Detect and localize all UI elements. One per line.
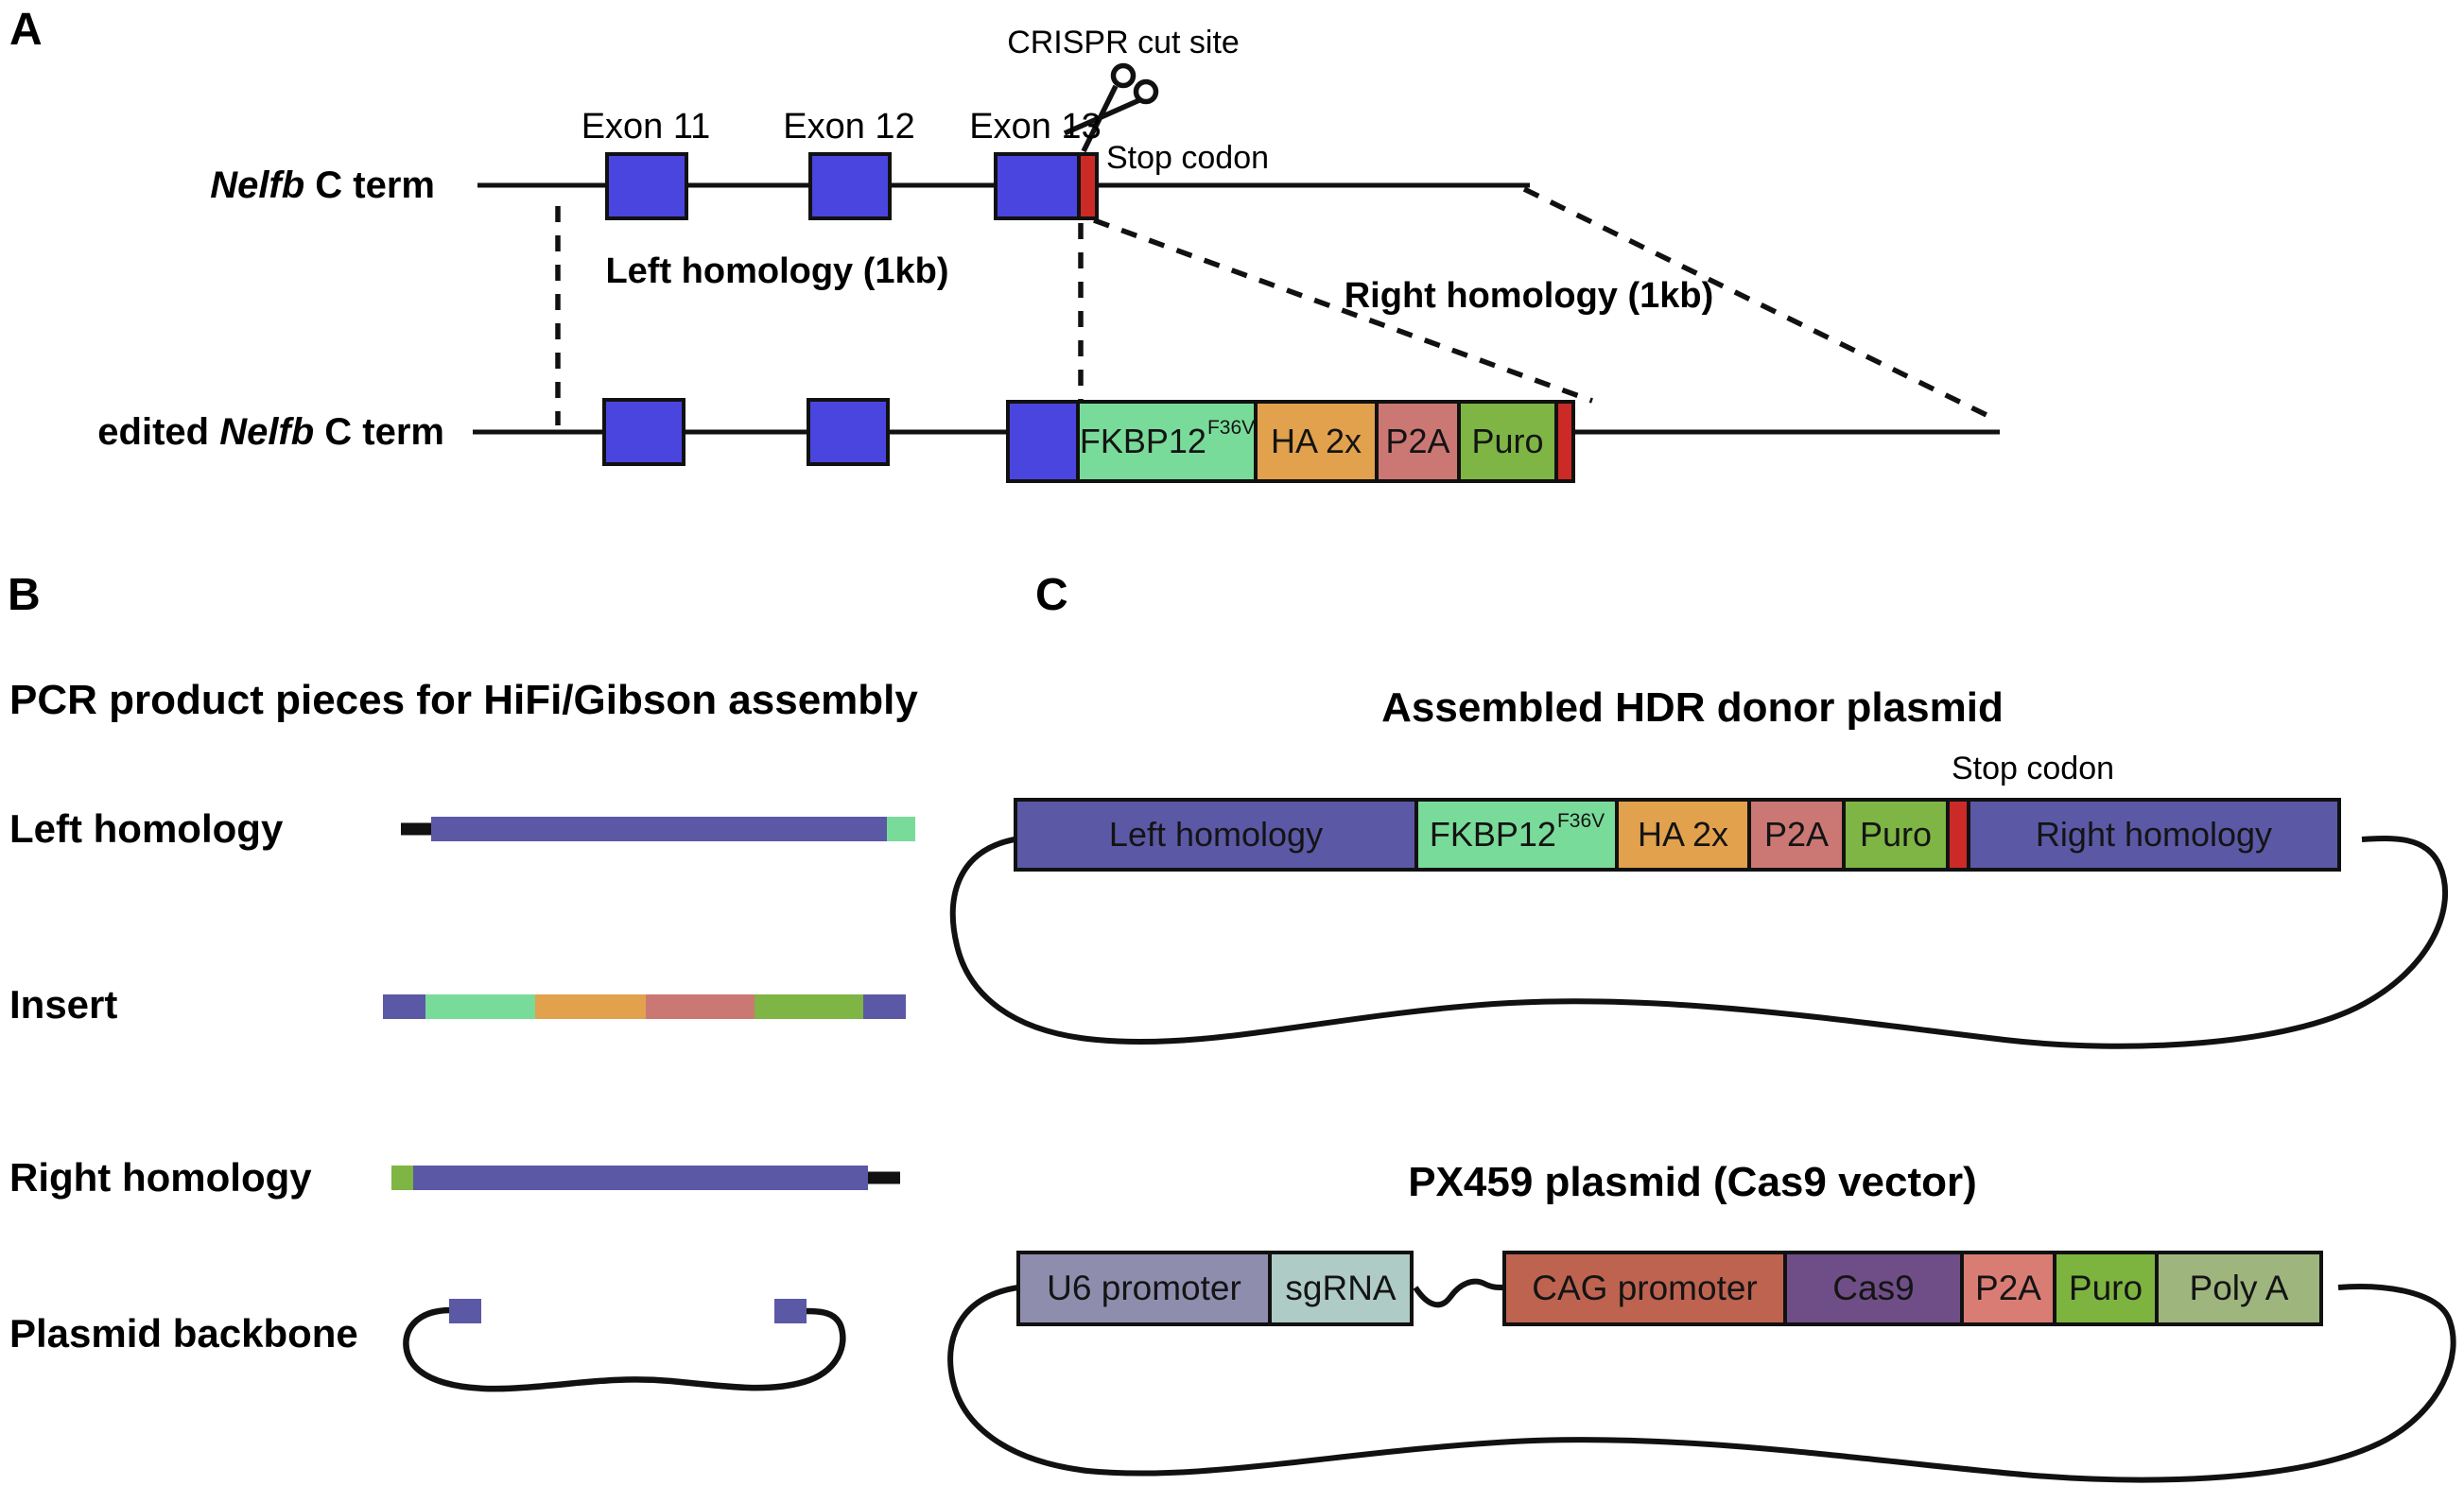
right-homology-dashed-diagonal-left: [1093, 217, 1593, 404]
edited-gene-name-italic: Nelfb: [219, 411, 315, 453]
insert-pcr-piece: [383, 994, 906, 1019]
hdr-left-homology-box: Left homology: [1017, 802, 1414, 868]
left-homology-1kb-label: Left homology (1kb): [605, 251, 949, 291]
exon-11-label: Exon 11: [581, 107, 711, 147]
exon-13-label: Exon 13: [969, 107, 1102, 147]
px459-cag-promoter-box: CAG promoter: [1506, 1254, 1783, 1322]
insert-fkbp-segment: [425, 994, 535, 1019]
insert-p2a-segment: [646, 994, 755, 1019]
cassette-ha2x-box: HA 2x: [1254, 404, 1375, 479]
px459-p2a-box: P2A: [1960, 1254, 2053, 1322]
row-label-insert: Insert: [9, 982, 118, 1027]
cassette-stop-codon-marker: [1554, 404, 1571, 479]
insert-puro-segment: [755, 994, 863, 1019]
row-label-plasmid-backbone: Plasmid backbone: [9, 1311, 358, 1356]
hdr-fkbp12-sup: F36V: [1556, 810, 1605, 832]
plasmid-backbone-curve: [403, 1306, 846, 1392]
px459-u6-promoter-box: U6 promoter: [1020, 1254, 1268, 1322]
px459-plasmid-loop: [947, 1284, 2456, 1483]
insert-ha-segment: [535, 994, 646, 1019]
exon-13-with-stop-codon: [994, 152, 1099, 220]
hdr-donor-title: Assembled HDR donor plasmid: [1381, 684, 2004, 731]
scissors-icon: [1063, 62, 1159, 153]
left-homology-pcr-piece: [431, 817, 915, 841]
edited-exon-13-box: [1010, 404, 1076, 479]
edited-gene-label: edited Nelfb C term: [71, 411, 444, 453]
left-homology-overlap-tip: [887, 817, 915, 841]
right-homology-pcr-piece: [391, 1166, 868, 1190]
backbone-left-end: [449, 1299, 481, 1323]
edited-exon-11-box: [602, 398, 685, 466]
panel-b-title: PCR product pieces for HiFi/Gibson assem…: [9, 677, 918, 723]
px459-cas9-box: Cas9: [1783, 1254, 1960, 1322]
crispr-cut-site-label: CRISPR cut site: [1007, 25, 1240, 60]
right-homology-1kb-label: Right homology (1kb): [1344, 276, 1714, 316]
px459-u6-sgrna-bar: U6 promoter sgRNA: [1016, 1251, 1414, 1326]
right-homology-body: [413, 1166, 868, 1190]
px459-cas9-bar: CAG promoter Cas9 P2A Puro Poly A: [1502, 1251, 2323, 1326]
exon-12-label: Exon 12: [783, 107, 915, 147]
gene-name-rest: C term: [304, 164, 435, 206]
hdr-p2a-box: P2A: [1747, 802, 1842, 868]
px459-sgrna-box: sgRNA: [1268, 1254, 1410, 1322]
stop-codon-label-c: Stop codon: [1951, 751, 2115, 786]
px459-polya-box: Poly A: [2155, 1254, 2319, 1322]
exon-12-box: [808, 152, 892, 220]
panel-b-letter: B: [8, 570, 41, 620]
stop-codon-marker: [1077, 156, 1095, 216]
hdr-stop-codon-marker: [1946, 802, 1967, 868]
row-label-right-homology: Right homology: [9, 1155, 312, 1200]
hdr-puro-box: Puro: [1842, 802, 1946, 868]
cassette-fkbp12-label: FKBP12: [1079, 422, 1206, 460]
cassette-fkbp12-sup: F36V: [1206, 417, 1256, 439]
px459-connector-squiggle: [1413, 1278, 1503, 1308]
exon-11-box: [605, 152, 688, 220]
cassette-puro-box: Puro: [1457, 404, 1554, 479]
insert-left-overlap: [383, 994, 425, 1019]
hdr-right-homology-box: Right homology: [1967, 802, 2337, 868]
stop-codon-label-a: Stop codon: [1106, 140, 1270, 176]
insert-right-overlap: [863, 994, 906, 1019]
wild-type-gene-label: Nelfb C term: [142, 164, 435, 206]
exon-13-box: [998, 156, 1077, 216]
hdr-fkbp12-label: FKBP12: [1429, 815, 1556, 854]
hdr-plasmid-loop: [949, 836, 2449, 1049]
cassette-p2a-box: P2A: [1375, 404, 1457, 479]
hdr-ha2x-box: HA 2x: [1615, 802, 1747, 868]
px459-title: PX459 plasmid (Cas9 vector): [1408, 1159, 1977, 1205]
backbone-right-end: [774, 1299, 807, 1323]
edited-prefix: edited: [97, 411, 220, 453]
edited-gene-name-rest: C term: [314, 411, 444, 453]
edited-exon-12-box: [807, 398, 890, 466]
gene-name-italic: Nelfb: [210, 164, 305, 206]
right-homology-overlap-tip: [391, 1166, 413, 1190]
panel-a-letter: A: [9, 5, 43, 55]
left-homology-body: [431, 817, 887, 841]
row-label-left-homology: Left homology: [9, 806, 284, 851]
px459-puro-box: Puro: [2053, 1254, 2155, 1322]
panel-c-letter: C: [1035, 570, 1068, 620]
